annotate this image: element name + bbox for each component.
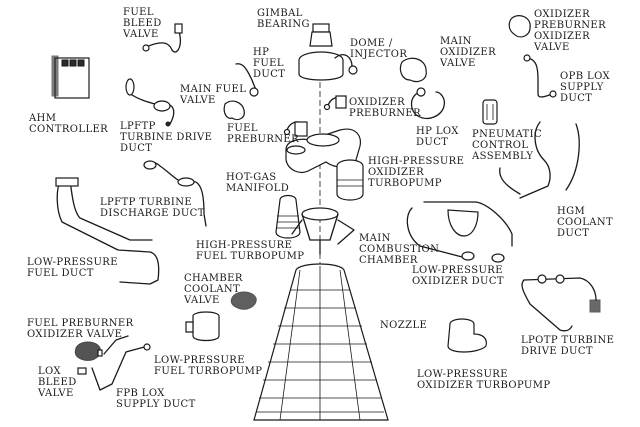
label-main-combustion-chamber: MAIN COMBUSTION CHAMBER [359, 233, 440, 266]
lpftp-turbine-drive-duct-drawing [125, 78, 175, 127]
gimbal-and-dome-drawing [298, 23, 358, 81]
label-lox-bleed-valve: LOX BLEED VALVE [38, 366, 77, 399]
fuel-preburner-drawing [283, 121, 308, 137]
chamber-coolant-valve-drawing [230, 291, 257, 310]
label-low-pressure-oxidizer-turbopump: LOW-PRESSURE OXIDIZER TURBOPUMP [417, 369, 551, 391]
label-high-pressure-fuel-turbopump: HIGH-PRESSURE FUEL TURBOPUMP [196, 240, 305, 262]
label-chamber-coolant-valve: CHAMBER COOLANT VALVE [184, 273, 243, 306]
label-lpftp-turbine-drive-duct: LPFTP TURBINE DRIVE DUCT [120, 121, 213, 154]
pneumatic-control-assembly-drawing [482, 99, 498, 125]
label-fpb-lox-supply-duct: FPB LOX SUPPLY DUCT [116, 388, 196, 410]
ahm-controller-drawing [51, 55, 90, 99]
hp-lox-duct-drawing [410, 91, 446, 120]
label-main-oxidizer-valve: MAIN OXIDIZER VALVE [440, 36, 497, 69]
label-fuel-preburner: FUEL PREBURNER [227, 123, 300, 145]
label-hgm-coolant-duct: HGM COOLANT DUCT [557, 206, 614, 239]
low-pressure-oxidizer-duct-drawing [406, 201, 513, 263]
main-fuel-valve-drawing [223, 100, 245, 121]
label-fuel-preburner-oxidizer-valve: FUEL PREBURNER OXIDIZER VALVE [27, 318, 134, 340]
label-oxidizer-preburner-oxidizer-valve: OXIDIZER PREBURNER OXIDIZER VALVE [534, 9, 607, 53]
main-oxidizer-valve-drawing [399, 57, 427, 83]
nozzle-drawing [253, 263, 389, 421]
low-pressure-fuel-turbopump-drawing [185, 311, 220, 342]
hgm-coolant-duct-drawing [499, 121, 580, 199]
fpb-oxidizer-valve-drawing [74, 341, 103, 361]
label-opb-lox-supply-duct: OPB LOX SUPPLY DUCT [560, 71, 611, 104]
hp-fuel-turbopump-drawing [275, 194, 301, 239]
label-hot-gas-manifold: HOT-GAS MANIFOLD [226, 172, 290, 194]
fpb-lox-supply-duct-drawing [91, 335, 149, 391]
label-lpotp-turbine-drive-duct: LPOTP TURBINE DRIVE DUCT [521, 335, 615, 357]
label-high-pressure-oxidizer-turbopump: HIGH-PRESSURE OXIDIZER TURBOPUMP [368, 156, 465, 189]
lpotp-turbine-drive-duct-drawing [521, 274, 601, 332]
label-ahm-controller: AHM CONTROLLER [29, 113, 109, 135]
label-gimbal-bearing: GIMBAL BEARING [257, 8, 310, 30]
oxidizer-preburner-drawing [323, 95, 347, 111]
label-main-fuel-valve: MAIN FUEL VALVE [180, 84, 247, 106]
low-pressure-oxidizer-turbopump-drawing [447, 318, 487, 353]
opb-oxidizer-valve-drawing [508, 15, 531, 38]
label-oxidizer-preburner: OXIDIZER PREBURNER [349, 97, 422, 119]
label-low-pressure-fuel-turbopump: LOW-PRESSURE FUEL TURBOPUMP [154, 355, 263, 377]
label-pneumatic-control-assembly: PNEUMATIC CONTROL ASSEMBLY [472, 129, 542, 162]
label-nozzle: NOZZLE [380, 320, 428, 331]
label-fuel-bleed-valve: FUEL BLEED VALVE [123, 7, 162, 40]
label-dome-injector: DOME / INJECTOR [350, 38, 408, 60]
main-combustion-chamber-drawing [291, 207, 355, 255]
label-lpftp-turbine-discharge-duct: LPFTP TURBINE DISCHARGE DUCT [100, 197, 205, 219]
label-low-pressure-oxidizer-duct: LOW-PRESSURE OXIDIZER DUCT [412, 265, 504, 287]
hp-oxidizer-turbopump-drawing [336, 159, 364, 201]
label-hp-lox-duct: HP LOX DUCT [416, 126, 459, 148]
label-hp-fuel-duct: HP FUEL DUCT [253, 47, 286, 80]
opb-lox-supply-duct-drawing [527, 57, 553, 98]
label-low-pressure-fuel-duct: LOW-PRESSURE FUEL DUCT [27, 257, 118, 279]
lox-bleed-valve-drawing [77, 367, 87, 375]
